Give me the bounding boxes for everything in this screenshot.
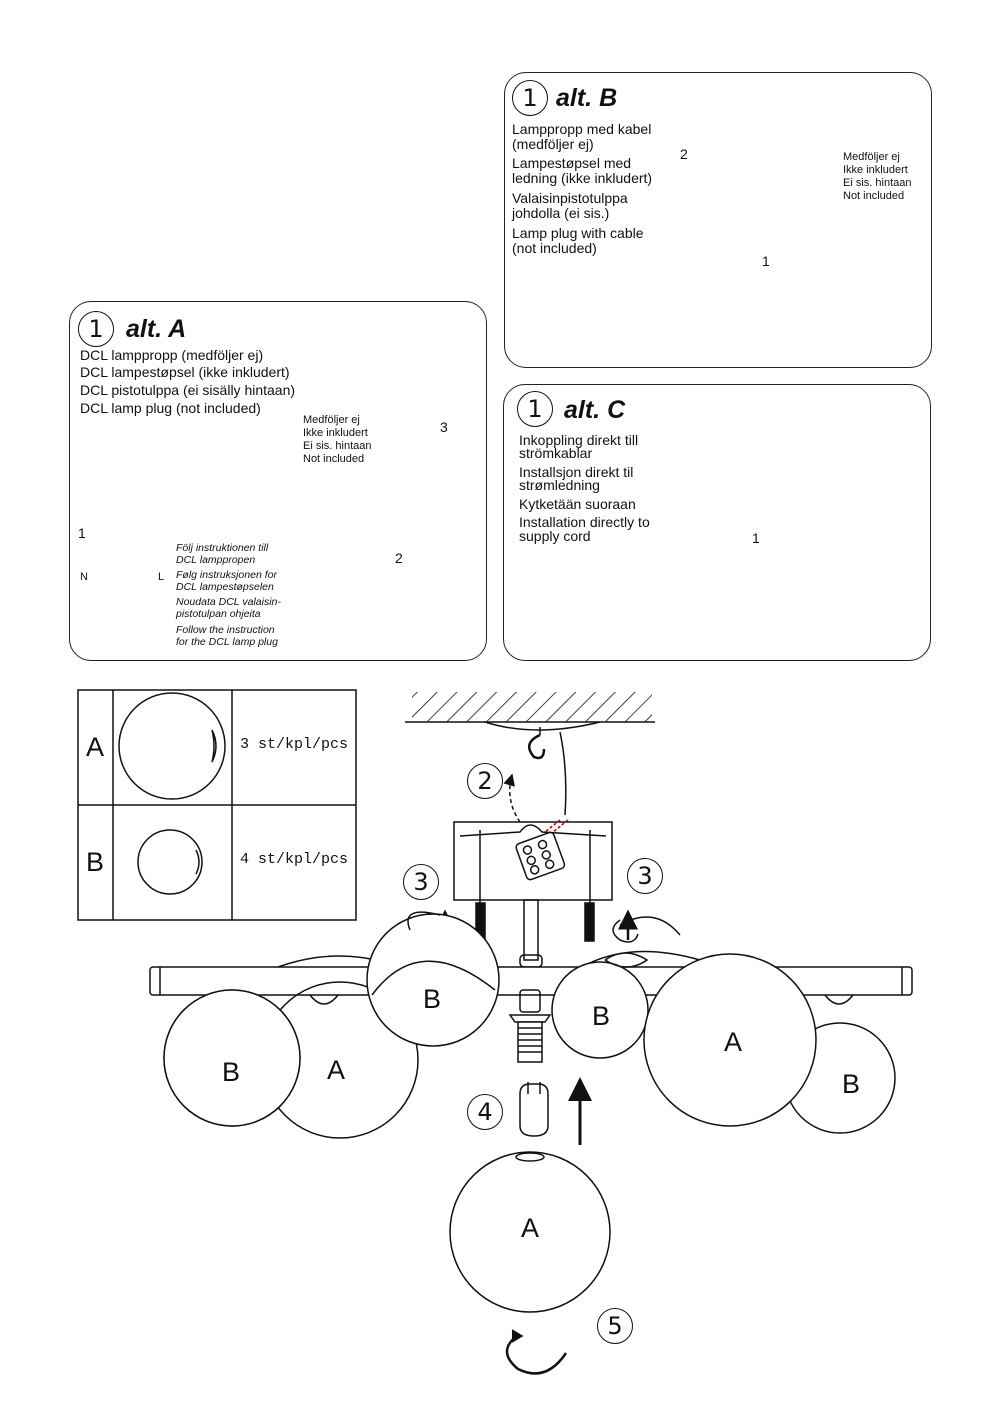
globe-label: A xyxy=(327,1055,346,1085)
alt-a-title: alt. A xyxy=(126,315,187,343)
globe-label: B xyxy=(222,1057,241,1087)
globe-b-icon xyxy=(137,829,203,895)
part-qty-a: 3 st/kpl/pcs xyxy=(240,736,349,753)
part-key-b: B xyxy=(86,847,105,877)
step-3-number-right: 3 xyxy=(627,858,663,894)
globe-label: B xyxy=(423,984,442,1014)
step-num-1: 1 xyxy=(762,253,770,269)
panel-alt-b xyxy=(504,72,932,368)
neutral-label: N xyxy=(80,571,88,583)
step-2-number: 2 xyxy=(467,763,503,799)
alt-c-title: alt. C xyxy=(564,396,626,424)
part-key-a: A xyxy=(86,732,105,762)
step-num-3: 3 xyxy=(440,419,448,435)
panel-alt-c xyxy=(503,384,931,661)
globe-label: A xyxy=(724,1027,743,1057)
step-number: 1 xyxy=(512,80,548,116)
parts-table-lines xyxy=(77,689,357,921)
step-num-1: 1 xyxy=(78,525,86,541)
globe-a-icon xyxy=(118,692,226,800)
globe-label: B xyxy=(592,1001,611,1031)
live-label: L xyxy=(158,571,165,583)
step-number: 1 xyxy=(78,311,114,347)
step-num-1: 1 xyxy=(752,530,760,546)
alt-b-title: alt. B xyxy=(556,84,618,112)
step-3-number-left: 3 xyxy=(403,864,439,900)
step-num-2: 2 xyxy=(395,550,403,566)
step-num-2: 2 xyxy=(680,146,688,162)
step-4-number: 4 xyxy=(467,1094,503,1130)
step-number: 1 xyxy=(517,391,553,427)
part-qty-b: 4 st/kpl/pcs xyxy=(240,851,349,868)
step-5-number: 5 xyxy=(597,1308,633,1344)
assembly-drawing xyxy=(149,692,913,1375)
globe-label: B xyxy=(842,1069,861,1099)
panel-alt-a xyxy=(69,301,487,661)
globe-label: A xyxy=(521,1213,540,1243)
